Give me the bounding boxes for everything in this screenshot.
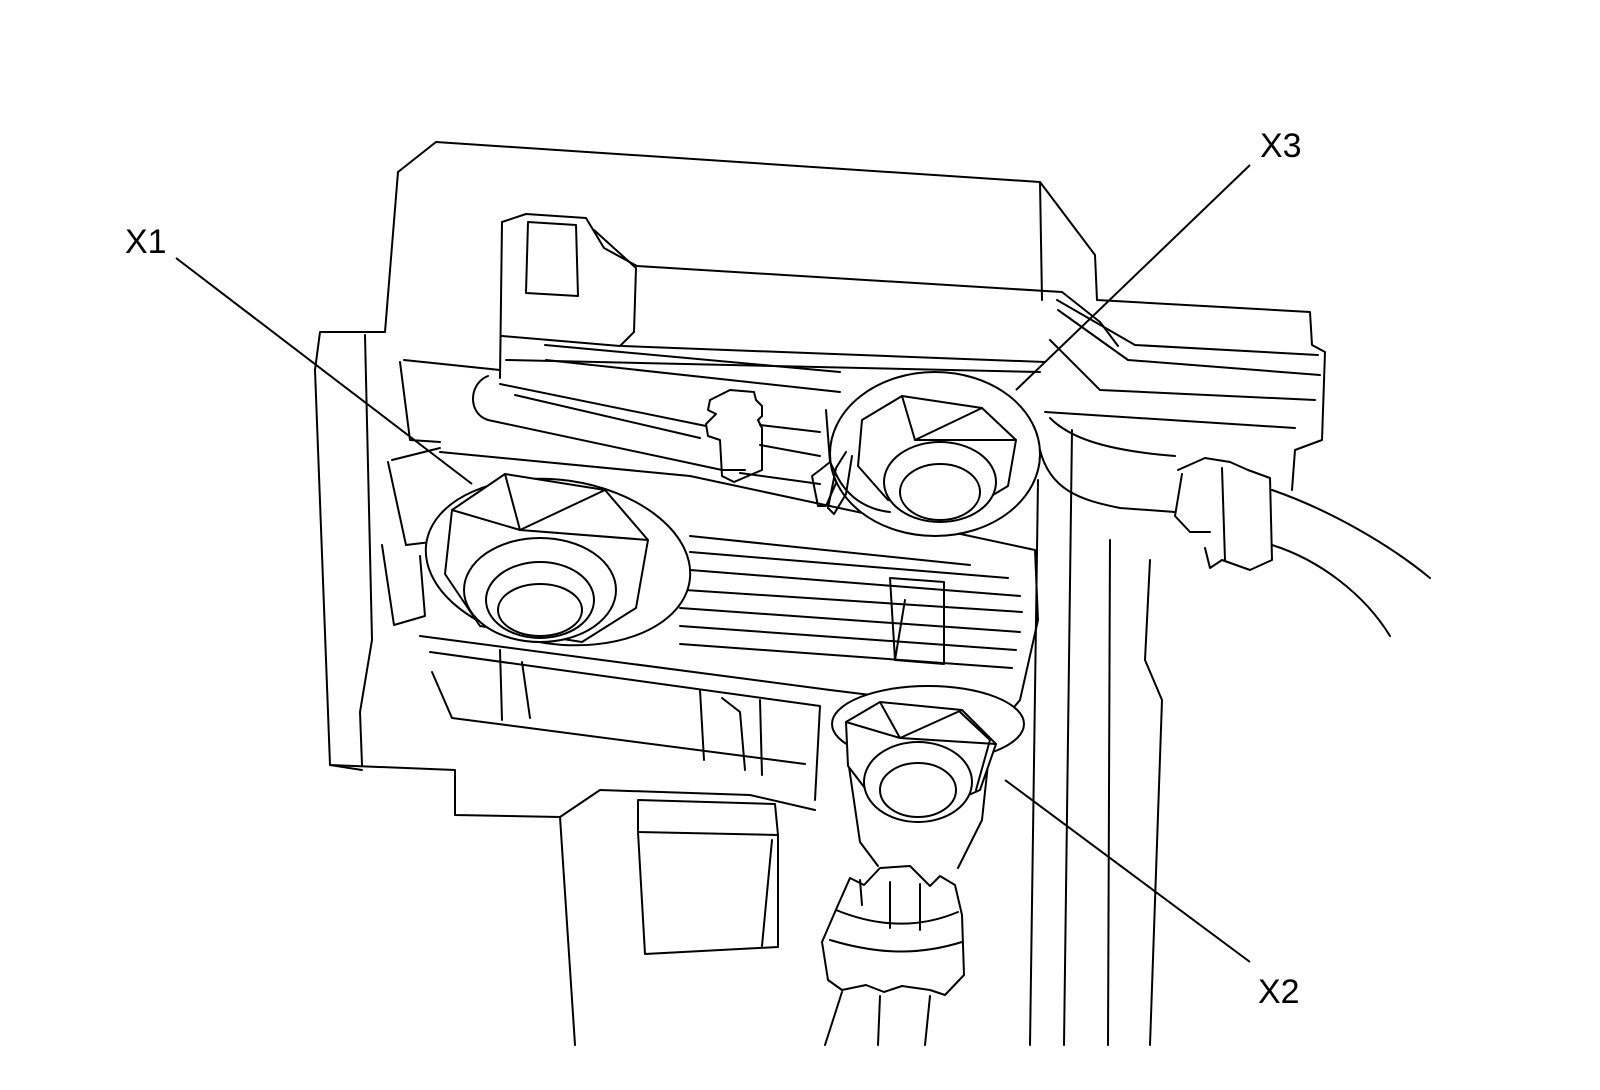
- right-cable: [1039, 417, 1431, 637]
- callout-x3: X3: [1260, 127, 1302, 165]
- frame-rail: [1029, 299, 1326, 1046]
- bus-bar: [419, 451, 1039, 801]
- lower-cable: [821, 744, 991, 1046]
- fastener-x1: [424, 473, 692, 647]
- callout-x1: X1: [125, 223, 167, 261]
- terminal-strap: [399, 344, 841, 507]
- housing: [314, 141, 1098, 1046]
- leader-x1: [175, 257, 473, 485]
- fastener-x2: [831, 685, 1025, 823]
- connector-block: [499, 213, 1119, 379]
- fastener-x3: [825, 371, 1041, 537]
- callout-x2: X2: [1258, 973, 1300, 1011]
- leader-x2: [1004, 779, 1251, 963]
- lower-block: [637, 799, 779, 955]
- leader-x3: [1015, 164, 1251, 391]
